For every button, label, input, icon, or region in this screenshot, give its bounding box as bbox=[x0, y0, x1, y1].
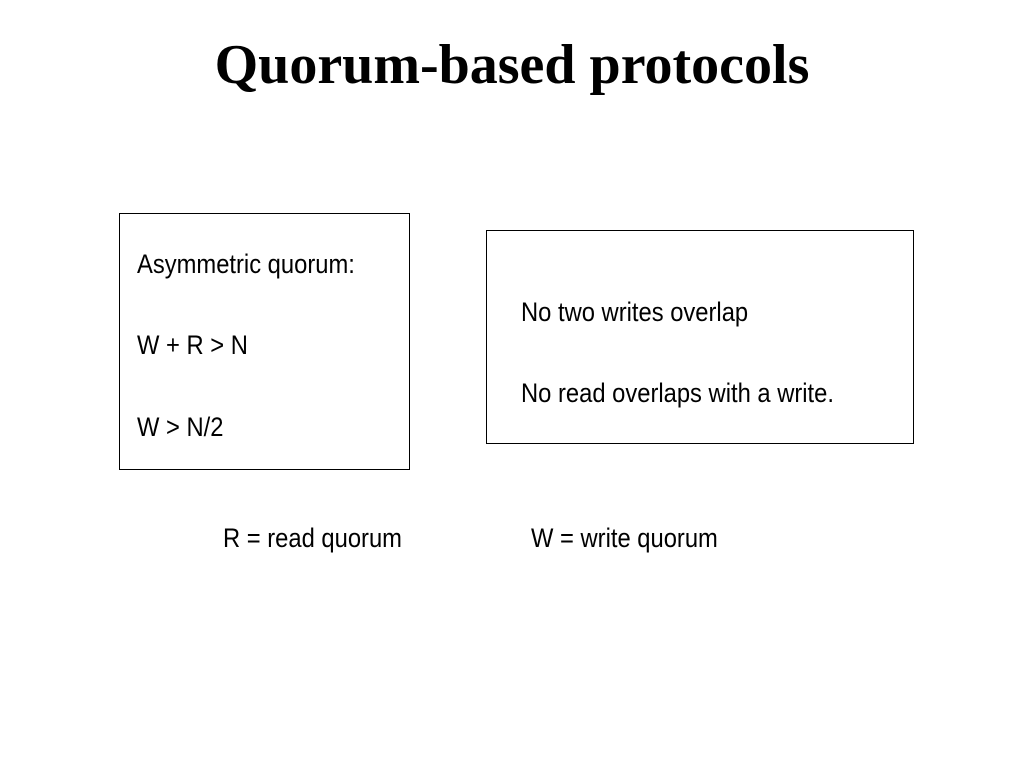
write-quorum-legend: W = write quorum bbox=[531, 523, 718, 553]
overlap-properties-box: No two writes overlap No read overlaps w… bbox=[486, 230, 914, 444]
asymmetric-quorum-box: Asymmetric quorum: W + R > N W > N/2 bbox=[119, 213, 410, 470]
read-quorum-legend: R = read quorum bbox=[223, 523, 402, 553]
quorum-rule-majority: W > N/2 bbox=[137, 412, 224, 442]
no-read-write-overlap-text: No read overlaps with a write. bbox=[521, 378, 834, 408]
asymmetric-quorum-heading: Asymmetric quorum: bbox=[137, 249, 355, 279]
quorum-rule-sum: W + R > N bbox=[137, 330, 248, 360]
slide-title: Quorum-based protocols bbox=[214, 34, 810, 96]
no-write-overlap-text: No two writes overlap bbox=[521, 297, 749, 327]
